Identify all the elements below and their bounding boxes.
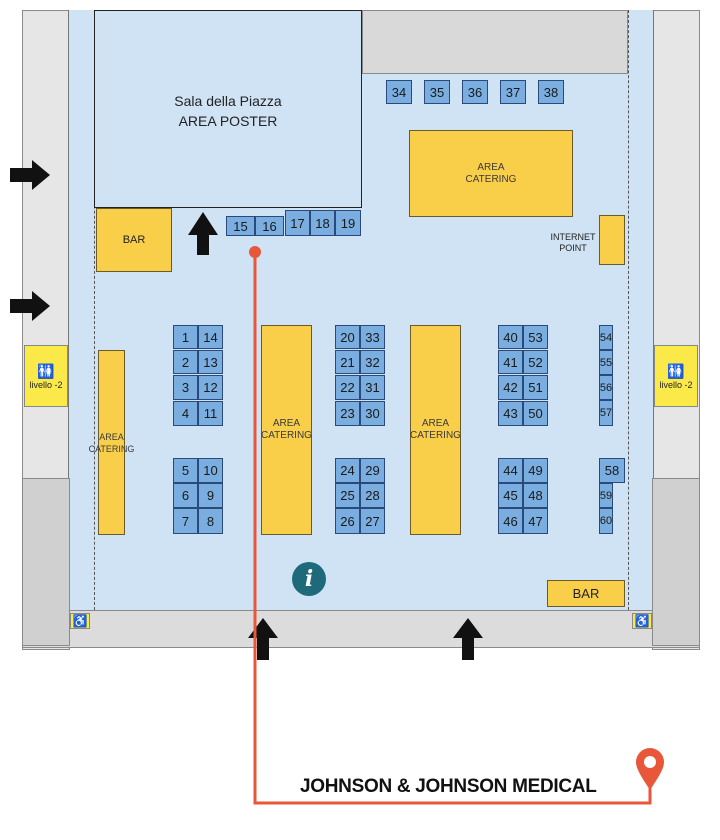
entrance-arrow-icon	[453, 618, 483, 660]
stand-32[interactable]: 32	[360, 350, 385, 374]
catering-top[interactable]: AREA CATERING	[409, 130, 573, 217]
bar-bottom[interactable]: BAR	[547, 580, 625, 607]
stand-38[interactable]: 38	[538, 80, 564, 104]
entrance-arrow-icon	[188, 212, 218, 255]
stand-48[interactable]: 48	[523, 483, 548, 508]
route-line	[253, 250, 652, 805]
lift-left-label: livello -2	[29, 379, 63, 390]
stand-30[interactable]: 30	[360, 401, 385, 426]
stand-7[interactable]: 7	[173, 508, 198, 534]
info-icon[interactable]: i	[292, 562, 326, 596]
stand-43[interactable]: 43	[498, 401, 523, 426]
stand-59[interactable]: 59	[599, 483, 613, 508]
stand-60[interactable]: 60	[599, 508, 613, 534]
stand-18[interactable]: 18	[310, 210, 335, 236]
stand-11[interactable]: 11	[198, 401, 223, 426]
stand-22[interactable]: 22	[335, 375, 360, 400]
catering-left[interactable]: AREA CATERING	[89, 350, 134, 535]
stand-31[interactable]: 31	[360, 375, 385, 400]
stand-33[interactable]: 33	[360, 325, 385, 349]
stand-10[interactable]: 10	[198, 458, 223, 483]
poster-room-name: Sala della Piazza	[174, 93, 282, 109]
toilet-icon: 🚻	[667, 362, 685, 379]
stand-44[interactable]: 44	[498, 458, 523, 483]
stand-36[interactable]: 36	[462, 80, 488, 104]
stand-58[interactable]: 58	[599, 458, 625, 483]
stand-14[interactable]: 14	[198, 325, 223, 349]
stand-37[interactable]: 37	[500, 80, 526, 104]
stand-17[interactable]: 17	[285, 210, 310, 236]
bottom-corridor	[22, 610, 700, 648]
dashed-line-right	[628, 10, 629, 610]
stand-1[interactable]: 1	[173, 325, 198, 349]
stand-51[interactable]: 51	[523, 375, 548, 400]
stand-50[interactable]: 50	[523, 401, 548, 426]
stand-49[interactable]: 49	[523, 458, 548, 483]
bar-left[interactable]: BAR	[96, 208, 172, 272]
wheelchair-icon: ♿	[632, 613, 652, 629]
stand-16[interactable]: 16	[255, 216, 284, 236]
stand-42[interactable]: 42	[498, 375, 523, 400]
stand-26[interactable]: 26	[335, 508, 360, 534]
stand-21[interactable]: 21	[335, 350, 360, 374]
stand-5[interactable]: 5	[173, 458, 198, 483]
stand-54[interactable]: 54	[599, 325, 613, 350]
stand-25[interactable]: 25	[335, 483, 360, 508]
stand-28[interactable]: 28	[360, 483, 385, 508]
stand-56[interactable]: 56	[599, 375, 613, 400]
poster-room: Sala della Piazza AREA POSTER	[94, 10, 362, 208]
stand-23[interactable]: 23	[335, 401, 360, 426]
entrance-arrow-icon	[10, 291, 50, 321]
stand-35[interactable]: 35	[424, 80, 450, 104]
entrance-arrow-icon	[10, 160, 50, 190]
stand-55[interactable]: 55	[599, 350, 613, 375]
internet-point[interactable]	[599, 215, 625, 265]
exhibitor-name: JOHNSON & JOHNSON MEDICAL	[300, 776, 597, 797]
stand-2[interactable]: 2	[173, 350, 198, 374]
stand-24[interactable]: 24	[335, 458, 360, 483]
poster-room-area: AREA POSTER	[178, 113, 278, 129]
stand-12[interactable]: 12	[198, 375, 223, 400]
entrance-arrow-icon	[248, 618, 278, 660]
stand-47[interactable]: 47	[523, 508, 548, 534]
stand-29[interactable]: 29	[360, 458, 385, 483]
stand-53[interactable]: 53	[523, 325, 548, 349]
stand-15[interactable]: 15	[226, 216, 255, 236]
location-pin-icon	[636, 748, 664, 790]
stand-40[interactable]: 40	[498, 325, 523, 349]
stand-20[interactable]: 20	[335, 325, 360, 349]
stand-57[interactable]: 57	[599, 400, 613, 426]
toilet-icon: 🚻	[37, 362, 55, 379]
lift-right[interactable]: 🚻 livello -2	[654, 345, 698, 407]
catering-center-right[interactable]: AREA CATERING	[410, 325, 461, 535]
lift-right-label: livello -2	[659, 379, 693, 390]
stand-6[interactable]: 6	[173, 483, 198, 508]
stand-19[interactable]: 19	[335, 210, 361, 236]
stand-41[interactable]: 41	[498, 350, 523, 374]
stand-52[interactable]: 52	[523, 350, 548, 374]
stand-8[interactable]: 8	[198, 508, 223, 534]
stand-13[interactable]: 13	[198, 350, 223, 374]
stand-4[interactable]: 4	[173, 401, 198, 426]
stand-27[interactable]: 27	[360, 508, 385, 534]
lift-left[interactable]: 🚻 livello -2	[24, 345, 68, 407]
bottom-left-block	[22, 478, 70, 646]
stand-34[interactable]: 34	[386, 80, 412, 104]
wheelchair-icon: ♿	[70, 613, 90, 629]
stand-9[interactable]: 9	[198, 483, 223, 508]
stand-3[interactable]: 3	[173, 375, 198, 400]
stand-46[interactable]: 46	[498, 508, 523, 534]
route-start-dot	[249, 246, 261, 258]
stand-45[interactable]: 45	[498, 483, 523, 508]
dashed-line-left	[94, 10, 95, 610]
catering-center-left[interactable]: AREA CATERING	[261, 325, 312, 535]
internet-point-label: INTERNET POINT	[550, 232, 596, 253]
service-area-top	[362, 10, 628, 74]
bottom-right-block	[652, 478, 700, 646]
